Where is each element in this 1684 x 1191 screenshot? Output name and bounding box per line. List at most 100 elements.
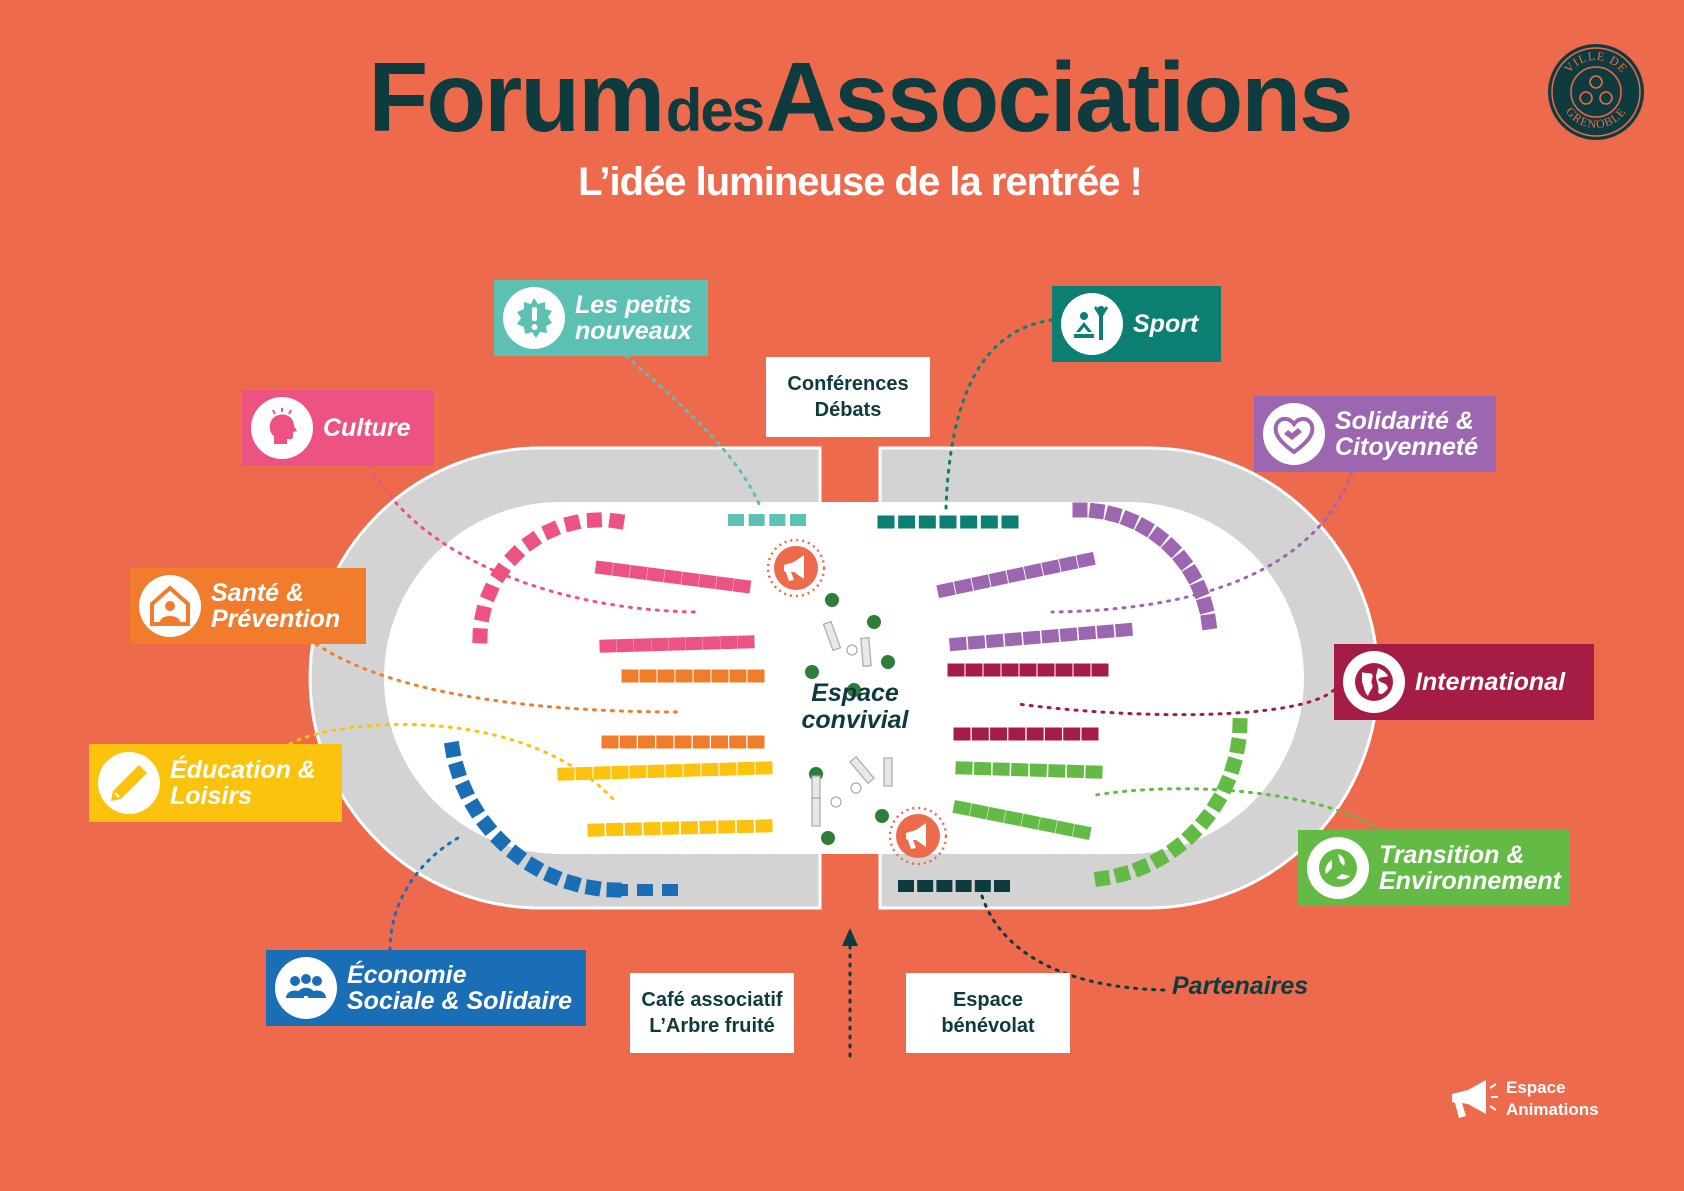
stand-solidarite <box>971 574 991 591</box>
stand-solidarite <box>1059 627 1078 642</box>
category-economie[interactable]: Économie Sociale & Solidaire <box>266 950 586 1026</box>
stand-culture <box>651 637 669 652</box>
entrance-arrow-head <box>842 928 858 946</box>
stand-solidarite <box>1196 596 1215 615</box>
stand-partenaires <box>936 880 953 892</box>
stand-economie <box>612 884 628 896</box>
stand-culture <box>732 578 752 594</box>
megaphone-spot-ring <box>888 806 948 866</box>
stand-education <box>662 821 680 835</box>
page-subtitle: L’idée lumineuse de la rentrée ! <box>578 160 1143 204</box>
stand-culture <box>715 576 735 592</box>
stand-culture <box>594 560 614 576</box>
stand-sante <box>639 669 657 683</box>
path-culture <box>368 464 698 614</box>
zone-conferences[interactable]: Conférences Débats <box>766 357 930 437</box>
category-sante-label: Santé & Prévention <box>211 579 341 633</box>
head-idea-icon <box>251 397 313 459</box>
stand-culture <box>563 514 582 533</box>
stand-solidarite <box>1114 622 1134 638</box>
category-petits-nouveaux[interactable]: Les petits nouveaux <box>494 280 708 356</box>
title-associations: Associations <box>765 42 1354 152</box>
stand-education <box>647 764 665 779</box>
stand-economie <box>490 830 512 852</box>
title-forum: Forum <box>368 42 665 152</box>
stand-solidarite <box>1160 537 1183 559</box>
stand-education <box>593 766 611 780</box>
stand-petits-nouveaux <box>769 514 786 526</box>
leader-lines <box>288 318 1382 992</box>
stand-education <box>643 821 661 836</box>
stand-solidarite <box>1076 551 1096 569</box>
stand-transition <box>1072 823 1092 841</box>
stand-solidarite <box>1023 563 1044 580</box>
zone-espace-convivial: Espace convivial <box>801 679 909 734</box>
stand-transition <box>1066 764 1085 779</box>
stand-solidarite <box>1088 502 1106 520</box>
stand-international <box>1019 663 1037 677</box>
stand-petits-nouveaux <box>748 514 765 526</box>
category-transition[interactable]: Transition & Environnement <box>1298 830 1570 906</box>
zone-cafe[interactable]: Café associatif L’Arbre fruité <box>630 973 794 1053</box>
stand-transition <box>1003 810 1024 827</box>
stand-transition <box>1181 823 1203 845</box>
category-culture[interactable]: Culture <box>242 390 434 466</box>
stand-education <box>701 762 719 777</box>
stand-international <box>953 727 971 741</box>
tree-marker <box>821 831 835 845</box>
stand-partenaires <box>917 880 934 892</box>
stand-transition <box>1093 869 1111 887</box>
stand-transition <box>969 803 989 820</box>
exclamation-badge-icon <box>503 287 565 349</box>
path-education <box>288 723 616 802</box>
stand-transition <box>955 761 973 775</box>
stand-sport <box>960 515 978 529</box>
stand-sport <box>877 515 895 529</box>
category-sante[interactable]: Santé & Prévention <box>130 568 366 644</box>
stand-international <box>1091 663 1109 677</box>
stand-solidarite <box>1058 555 1079 572</box>
megaphone-icon <box>1452 1080 1498 1118</box>
stand-sport <box>980 515 998 529</box>
category-sport[interactable]: Sport <box>1052 286 1221 362</box>
stand-economie <box>662 884 678 896</box>
stand-transition <box>1020 813 1041 830</box>
stand-economie <box>542 866 563 887</box>
stand-economie <box>476 814 498 837</box>
stand-sante <box>711 735 728 749</box>
category-solidarite[interactable]: Solidarité & Citoyenneté <box>1254 396 1496 472</box>
stand-solidarite <box>1119 509 1140 530</box>
stand-education <box>737 761 755 776</box>
stand-international <box>1037 663 1055 677</box>
stand-culture <box>633 638 652 652</box>
people-group-icon <box>275 957 337 1019</box>
zone-benevolat[interactable]: Espace bénévolat <box>906 973 1070 1053</box>
stand-sport <box>918 515 936 529</box>
category-education[interactable]: Éducation & Loisirs <box>89 744 342 822</box>
stand-education <box>699 820 717 835</box>
stand-solidarite <box>1172 549 1194 571</box>
bench-marker <box>822 620 842 652</box>
animation-spots <box>766 538 948 866</box>
stand-transition <box>986 806 1006 823</box>
category-sport-label: Sport <box>1133 310 1199 338</box>
globe-icon <box>1343 651 1405 713</box>
stand-international <box>1026 727 1044 741</box>
stand-solidarite <box>985 633 1004 649</box>
ville-de-grenoble-logo: VILLE DE GRENOBLE <box>1548 44 1644 140</box>
stand-education <box>680 821 698 835</box>
stand-economie <box>448 760 467 780</box>
stand-solidarite <box>1022 630 1041 645</box>
stand-rows <box>443 502 1248 898</box>
stand-sante <box>692 735 710 749</box>
stand-solidarite <box>1041 559 1061 576</box>
convivial-area <box>805 593 895 845</box>
stand-culture <box>611 562 631 578</box>
tree-marker <box>825 593 839 607</box>
category-international[interactable]: International <box>1334 644 1594 720</box>
category-transition-label: Transition & Environnement <box>1379 841 1561 895</box>
legend-label: Espace Animations <box>1506 1078 1599 1119</box>
stand-international <box>1044 727 1062 741</box>
stand-culture <box>629 564 648 581</box>
stand-transition <box>992 762 1010 776</box>
